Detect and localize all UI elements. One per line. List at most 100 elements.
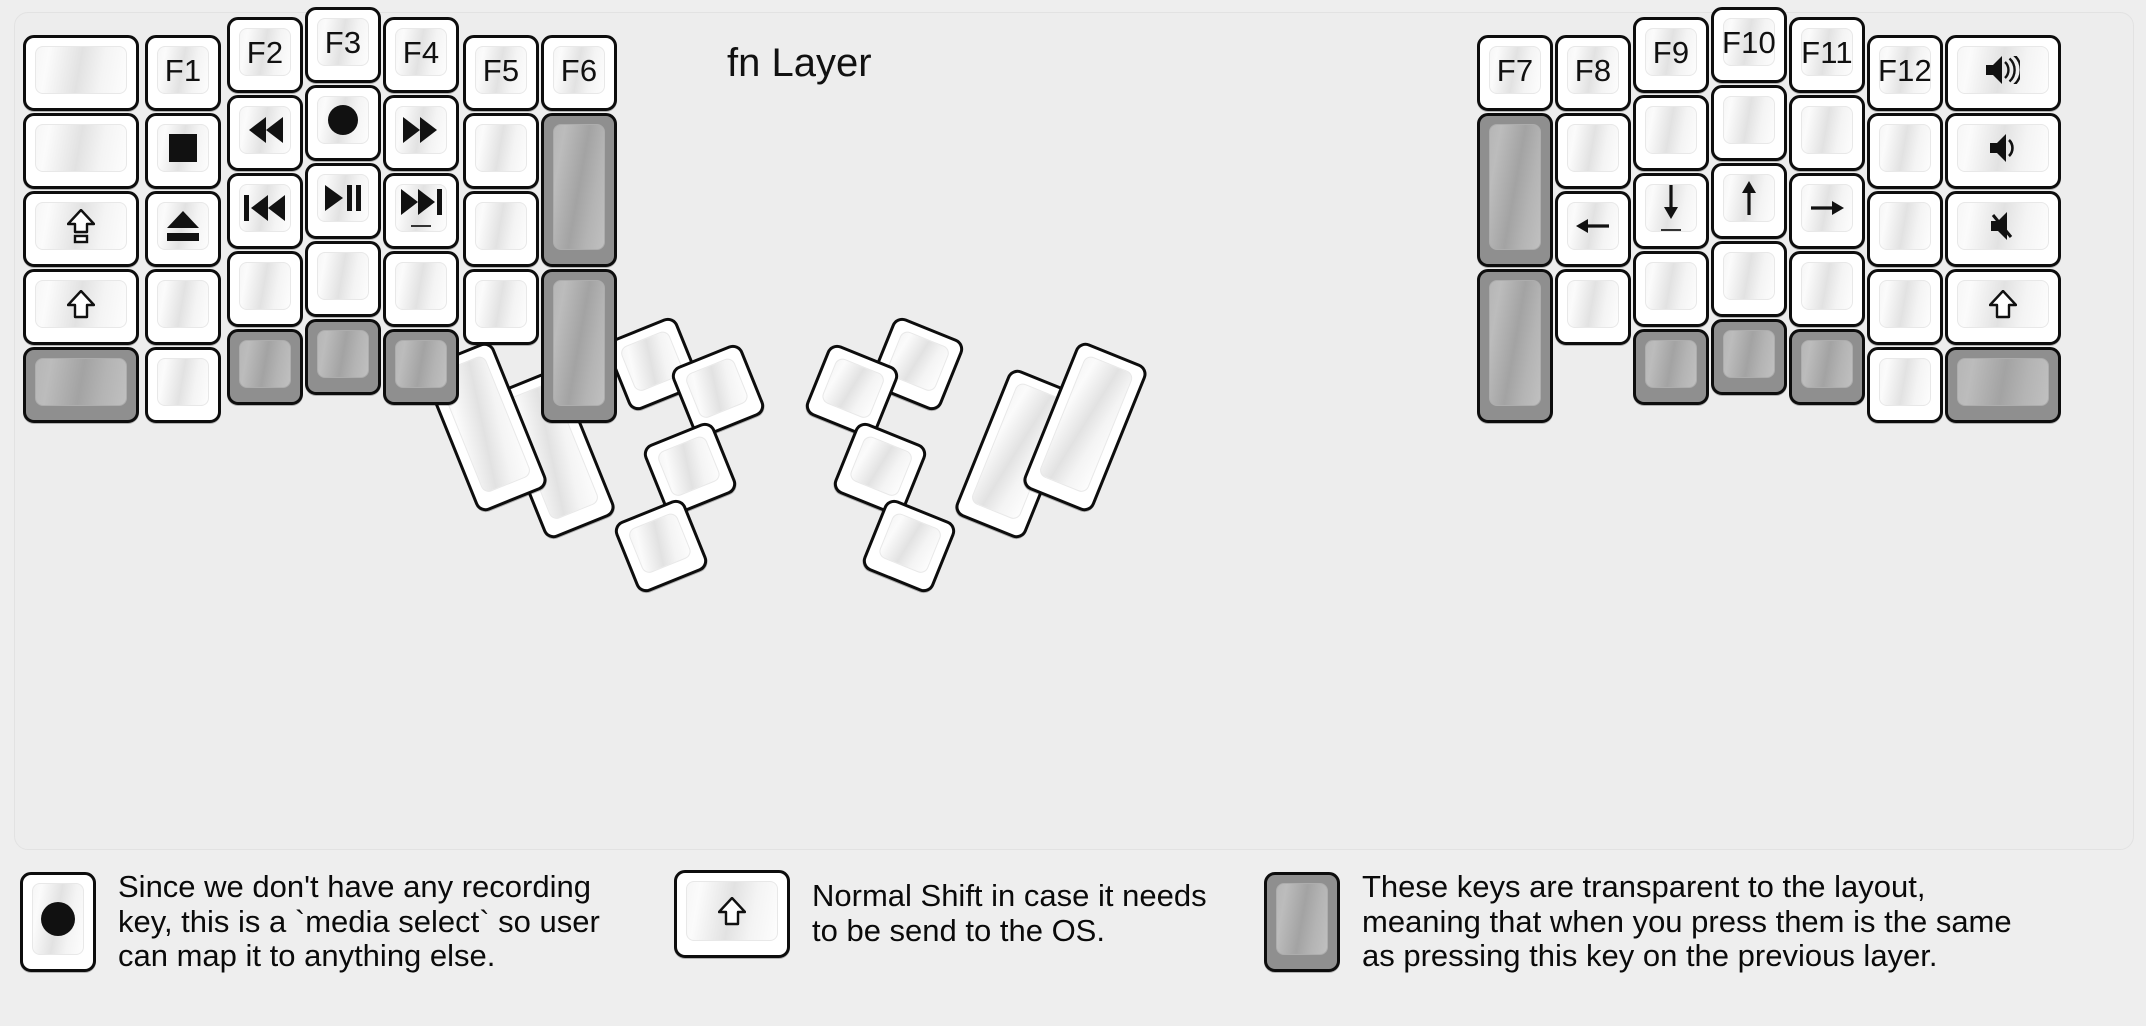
legend-text-0: Since we don't have any recording key, t… — [118, 869, 600, 974]
keycap-face — [317, 96, 369, 144]
key-left-pinky-outer-0[interactable] — [23, 35, 139, 111]
keycap-face — [1879, 124, 1931, 172]
key-left-middle-4[interactable] — [305, 319, 381, 395]
key-right-pinky-2[interactable] — [1867, 191, 1943, 267]
key-left-middle-1[interactable] — [305, 85, 381, 161]
key-right-inner-extra-2[interactable] — [1477, 269, 1553, 423]
keycap-face — [317, 174, 369, 222]
keycap-face — [553, 280, 605, 406]
key-right-index-2[interactable] — [1633, 173, 1709, 249]
arrow-left-icon — [1576, 213, 1610, 239]
key-left-index-inner-0[interactable]: F5 — [463, 35, 539, 111]
key-left-thumb-1u-mid-right[interactable] — [640, 419, 740, 519]
key-left-ring-3[interactable] — [227, 251, 303, 327]
keycap-face — [655, 434, 722, 499]
keycap-face — [395, 106, 447, 154]
key-right-pinky-outer-1[interactable] — [1945, 113, 2061, 189]
key-left-middle-2[interactable] — [305, 163, 381, 239]
key-left-index-2[interactable] — [383, 173, 459, 249]
record-circle-icon — [41, 902, 75, 937]
key-left-index-4[interactable] — [383, 329, 459, 405]
key-right-index-1[interactable] — [1633, 95, 1709, 171]
key-right-middle-0[interactable]: F10 — [1711, 7, 1787, 83]
key-left-index-inner-3[interactable] — [463, 269, 539, 345]
media-previous-icon — [244, 195, 286, 221]
key-right-thumb-1u-mid-left[interactable] — [830, 419, 930, 519]
key-right-pinky-outer-3[interactable] — [1945, 269, 2061, 345]
key-right-ring-2[interactable] — [1789, 173, 1865, 249]
key-right-pinky-0[interactable]: F12 — [1867, 35, 1943, 111]
key-left-inner-extra-0[interactable]: F6 — [541, 35, 617, 111]
keycap-face — [1801, 106, 1853, 154]
key-left-index-3[interactable] — [383, 251, 459, 327]
key-right-index-0[interactable]: F9 — [1633, 17, 1709, 93]
keycap-face — [475, 202, 527, 250]
keycap-face: F9 — [1645, 28, 1697, 76]
keycap-face — [317, 330, 369, 378]
key-left-ring-4[interactable] — [227, 329, 303, 405]
key-left-thumb-1u-bottom-right[interactable] — [611, 496, 711, 596]
keycap-face — [1567, 124, 1619, 172]
key-right-inner-extra-0[interactable]: F7 — [1477, 35, 1553, 111]
legend-item-2: These keys are transparent to the layout… — [1264, 869, 2012, 974]
key-left-pinky-outer-1[interactable] — [23, 113, 139, 189]
key-right-middle-3[interactable] — [1711, 241, 1787, 317]
volume-mute-icon — [1991, 212, 2015, 240]
key-right-index-4[interactable] — [1633, 329, 1709, 405]
key-left-inner-extra-1[interactable] — [541, 113, 617, 267]
key-left-index-0[interactable]: F4 — [383, 17, 459, 93]
key-left-pinky-1[interactable] — [145, 113, 221, 189]
key-left-ring-1[interactable] — [227, 95, 303, 171]
keycap-face — [1723, 174, 1775, 222]
key-right-ring-3[interactable] — [1789, 251, 1865, 327]
key-right-ring-0[interactable]: F11 — [1789, 17, 1865, 93]
keycap-face — [1567, 280, 1619, 328]
legend-text-2: These keys are transparent to the layout… — [1362, 869, 2012, 974]
key-left-index-inner-2[interactable] — [463, 191, 539, 267]
key-left-middle-0[interactable]: F3 — [305, 7, 381, 83]
keycap-face — [626, 511, 693, 576]
key-left-pinky-4[interactable] — [145, 347, 221, 423]
keycap-face — [32, 883, 84, 956]
media-play-pause-icon — [325, 185, 361, 211]
key-right-middle-2[interactable] — [1711, 163, 1787, 239]
key-left-index-1[interactable] — [383, 95, 459, 171]
key-right-pinky-4[interactable] — [1867, 347, 1943, 423]
key-left-index-inner-1[interactable] — [463, 113, 539, 189]
key-right-thumb-1u-bottom-left[interactable] — [859, 496, 959, 596]
key-left-pinky-outer-4[interactable] — [23, 347, 139, 423]
key-left-pinky-0[interactable]: F1 — [145, 35, 221, 111]
key-left-pinky-2[interactable] — [145, 191, 221, 267]
key-right-index-inner-2[interactable] — [1555, 191, 1631, 267]
key-right-index-inner-0[interactable]: F8 — [1555, 35, 1631, 111]
media-stop-icon — [169, 134, 197, 162]
keycap-face — [157, 358, 209, 406]
key-right-pinky-1[interactable] — [1867, 113, 1943, 189]
keycap-face — [820, 356, 887, 421]
key-left-pinky-outer-3[interactable] — [23, 269, 139, 345]
key-right-index-3[interactable] — [1633, 251, 1709, 327]
key-left-ring-0[interactable]: F2 — [227, 17, 303, 93]
key-right-pinky-outer-4[interactable] — [1945, 347, 2061, 423]
key-right-pinky-outer-2[interactable] — [1945, 191, 2061, 267]
key-left-pinky-3[interactable] — [145, 269, 221, 345]
key-left-ring-2[interactable] — [227, 173, 303, 249]
key-right-inner-extra-1[interactable] — [1477, 113, 1553, 267]
keycap-face — [475, 280, 527, 328]
key-right-ring-1[interactable] — [1789, 95, 1865, 171]
key-right-middle-4[interactable] — [1711, 319, 1787, 395]
key-right-pinky-outer-0[interactable] — [1945, 35, 2061, 111]
keycap-face — [1801, 340, 1853, 388]
key-right-pinky-3[interactable] — [1867, 269, 1943, 345]
key-left-middle-3[interactable] — [305, 241, 381, 317]
key-right-index-inner-3[interactable] — [1555, 269, 1631, 345]
keycap-face — [1037, 354, 1135, 495]
key-right-middle-1[interactable] — [1711, 85, 1787, 161]
keycap-face — [1957, 280, 2049, 328]
key-left-inner-extra-2[interactable] — [541, 269, 617, 423]
keycap-face — [1567, 202, 1619, 250]
key-right-ring-4[interactable] — [1789, 329, 1865, 405]
keycap-face — [1723, 96, 1775, 144]
key-left-pinky-outer-2[interactable] — [23, 191, 139, 267]
key-right-index-inner-1[interactable] — [1555, 113, 1631, 189]
